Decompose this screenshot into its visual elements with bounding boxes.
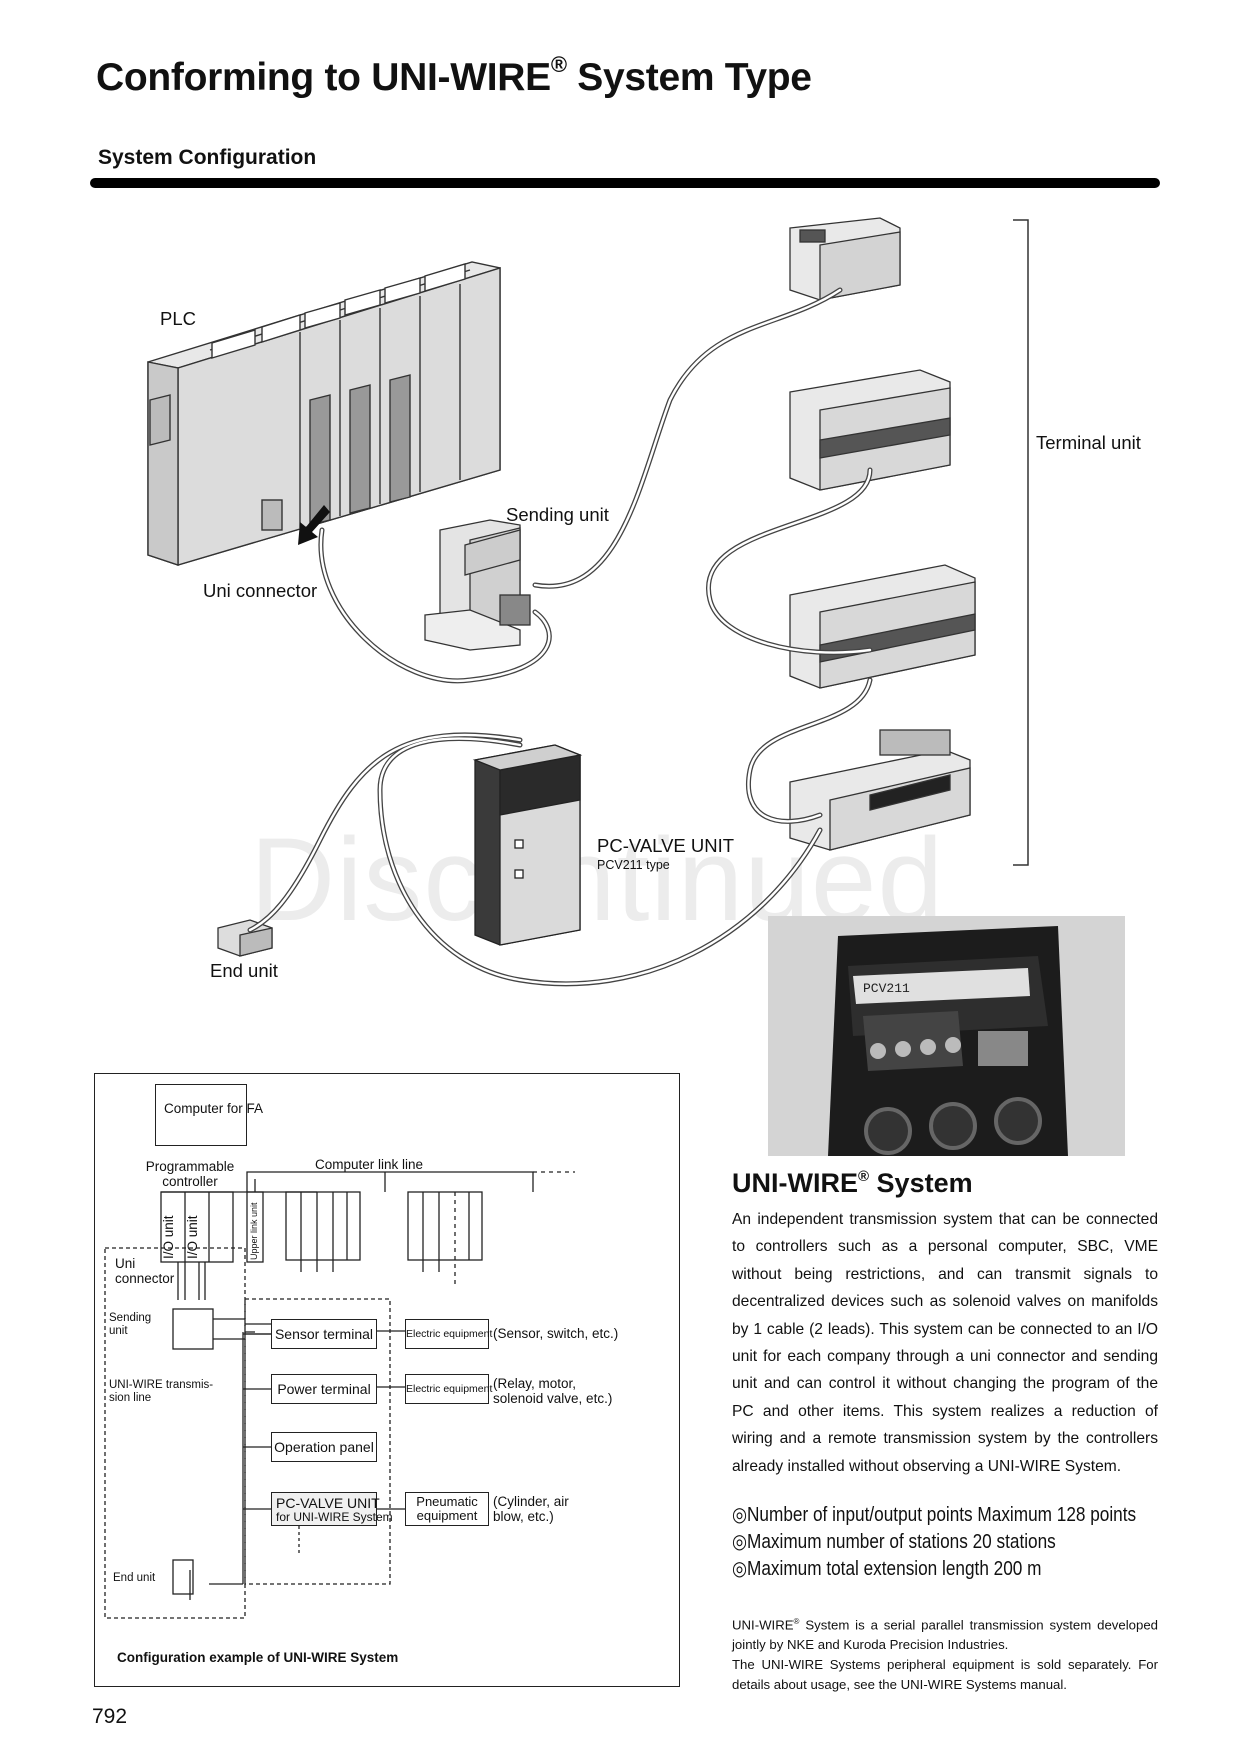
pc-valve-unit-box: PC-VALVE UNIT for UNI-WIRE System <box>271 1492 393 1526</box>
title-text: Conforming to UNI-WIRE <box>96 56 551 99</box>
label-sending-unit: Sending unit <box>506 504 609 525</box>
pneumatic-equipment-box: Pneumatic equipment <box>405 1492 489 1526</box>
heading-registered-mark: ® <box>857 1168 870 1185</box>
electric-equipment-box-1: Electric equipment <box>405 1319 492 1349</box>
plc-illustration <box>147 261 501 566</box>
sensor-note: (Sensor, switch, etc.) <box>493 1326 619 1341</box>
uni-connector-label: Uni connector <box>115 1256 175 1286</box>
computer-for-fa-box: Computer for FA <box>155 1084 263 1146</box>
label-end-unit: End unit <box>210 960 278 981</box>
electric-equipment-box-2: Electric equipment <box>405 1374 492 1404</box>
title-suffix: System Type <box>566 56 812 99</box>
relay-note: (Relay, motor, solenoid valve, etc.) <box>493 1376 613 1406</box>
spec-stations: ◎Maximum number of stations 20 stations <box>732 1531 1056 1553</box>
footnote-1-reg: ® <box>793 1617 800 1626</box>
footnote-1: UNI-WIRE® System is a serial parallel tr… <box>732 1612 1158 1655</box>
spec-io-points: ◎Number of input/output points Maximum 1… <box>732 1504 1137 1526</box>
uniwire-system-heading: UNI-WIRE® System <box>732 1168 973 1199</box>
io-unit-label-2: I/O unit <box>185 1215 200 1259</box>
system-description: An independent transmission system that … <box>732 1211 1158 1475</box>
pc-valve-unit-illustration <box>472 744 583 946</box>
label-pc-valve-unit: PC-VALVE UNIT <box>597 835 735 856</box>
terminal-unit-illustrations <box>789 217 976 851</box>
footnote: UNI-WIRE® System is a serial parallel tr… <box>732 1612 1158 1695</box>
footnote-2: The UNI-WIRE Systems peripheral equipmen… <box>732 1657 1158 1693</box>
heading-text: UNI-WIRE <box>732 1168 858 1198</box>
cylinder-note: (Cylinder, air blow, etc.) <box>493 1494 569 1524</box>
label-terminal-unit: Terminal unit <box>1036 432 1141 453</box>
spec-list: ◎Number of input/output points Maximum 1… <box>732 1502 1202 1583</box>
section-rule <box>90 178 1160 188</box>
heading-suffix: System <box>869 1168 973 1198</box>
pcv211-photo: PCV211 <box>768 916 1125 1156</box>
label-uni-connector: Uni connector <box>203 580 318 601</box>
uniwire-transmission-line-label: UNI-WIRE transmis- sion line <box>109 1379 214 1404</box>
computer-link-line-label: Computer link line <box>315 1157 424 1172</box>
operation-panel-box: Operation panel <box>271 1432 377 1462</box>
end-unit-illustration <box>217 919 273 957</box>
io-unit-label-1: I/O unit <box>161 1215 176 1259</box>
footnote-1-rest: System is a serial parallel transmission… <box>732 1617 1158 1653</box>
end-unit-label: End unit <box>113 1572 156 1584</box>
title-registered-mark: ® <box>550 52 567 77</box>
config-caption: Configuration example of UNI-WIRE System <box>117 1650 399 1665</box>
page-title: Conforming to UNI-WIRE® System Type <box>96 52 812 100</box>
photo-label-text: PCV211 <box>863 981 910 996</box>
pc-valve-unit-subtitle: for UNI-WIRE System <box>276 1510 393 1524</box>
section-heading: System Configuration <box>98 146 317 169</box>
sending-unit-illustration <box>424 519 531 651</box>
footnote-1-text: UNI-WIRE <box>732 1617 794 1633</box>
programmable-controller-label: Programmable controller <box>145 1159 235 1189</box>
terminal-bracket <box>1013 219 1029 866</box>
upper-link-unit-label: Upper link unit <box>249 1202 259 1260</box>
label-plc: PLC <box>160 308 196 329</box>
configuration-diagram: Computer for FA Programmable controller … <box>94 1073 680 1687</box>
page-number: 792 <box>92 1705 128 1728</box>
spec-extension-length: ◎Maximum total extension length 200 m <box>732 1558 1042 1580</box>
config-lines <box>104 1171 575 1619</box>
pc-valve-unit-title: PC-VALVE UNIT <box>276 1495 380 1511</box>
label-pcv211-type: PCV211 type <box>597 858 670 872</box>
sending-unit-label: Sending unit <box>109 1312 152 1337</box>
power-terminal-box: Power terminal <box>271 1374 377 1404</box>
sensor-terminal-box: Sensor terminal <box>271 1319 377 1349</box>
